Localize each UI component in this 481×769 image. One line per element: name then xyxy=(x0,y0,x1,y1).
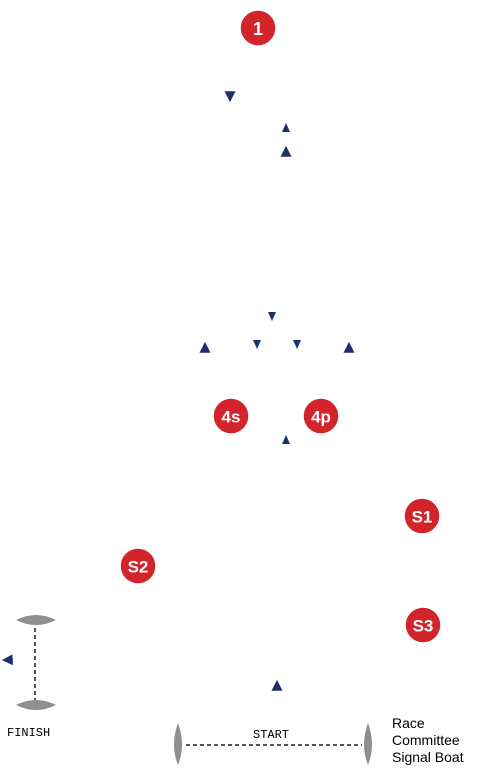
mark-4p: 4p xyxy=(302,397,340,435)
mark-s1-label: S1 xyxy=(412,508,433,527)
mark-s3-label: S3 xyxy=(413,617,434,636)
mark-4s: 4s xyxy=(212,397,250,435)
gate-4p-entry-tick xyxy=(293,340,301,349)
signal-boat-label-line-2: Committee xyxy=(392,732,460,748)
upwind-leg-start-tick xyxy=(282,435,290,444)
mark-s2: S2 xyxy=(119,547,157,585)
signal-boat-label-line-3: Signal Boat xyxy=(392,749,464,765)
mark-s1: S1 xyxy=(403,497,441,535)
mark-1: 1 xyxy=(239,9,277,47)
mark-1-label: 1 xyxy=(253,19,263,39)
mark-s2-label: S2 xyxy=(128,558,149,577)
mark-4p-label: 4p xyxy=(311,408,331,427)
finish-boat-bottom-icon xyxy=(16,700,56,710)
start-label: START xyxy=(253,728,289,742)
signal-boat-label-line-1: Race xyxy=(392,715,425,731)
mark-4s-label: 4s xyxy=(222,408,241,427)
slalom-entry-tick xyxy=(268,312,276,321)
mark-1-rounding-entry-tick xyxy=(282,123,290,132)
signal-boat-icon xyxy=(364,723,372,765)
start-pin-boat-icon xyxy=(174,723,182,765)
finish-label: FINISH xyxy=(7,726,50,740)
slalom-path-outline xyxy=(0,315,454,663)
finish-boat-top-icon xyxy=(16,615,56,625)
mark-s3: S3 xyxy=(404,606,442,644)
gate-4s-entry-tick xyxy=(253,340,261,349)
